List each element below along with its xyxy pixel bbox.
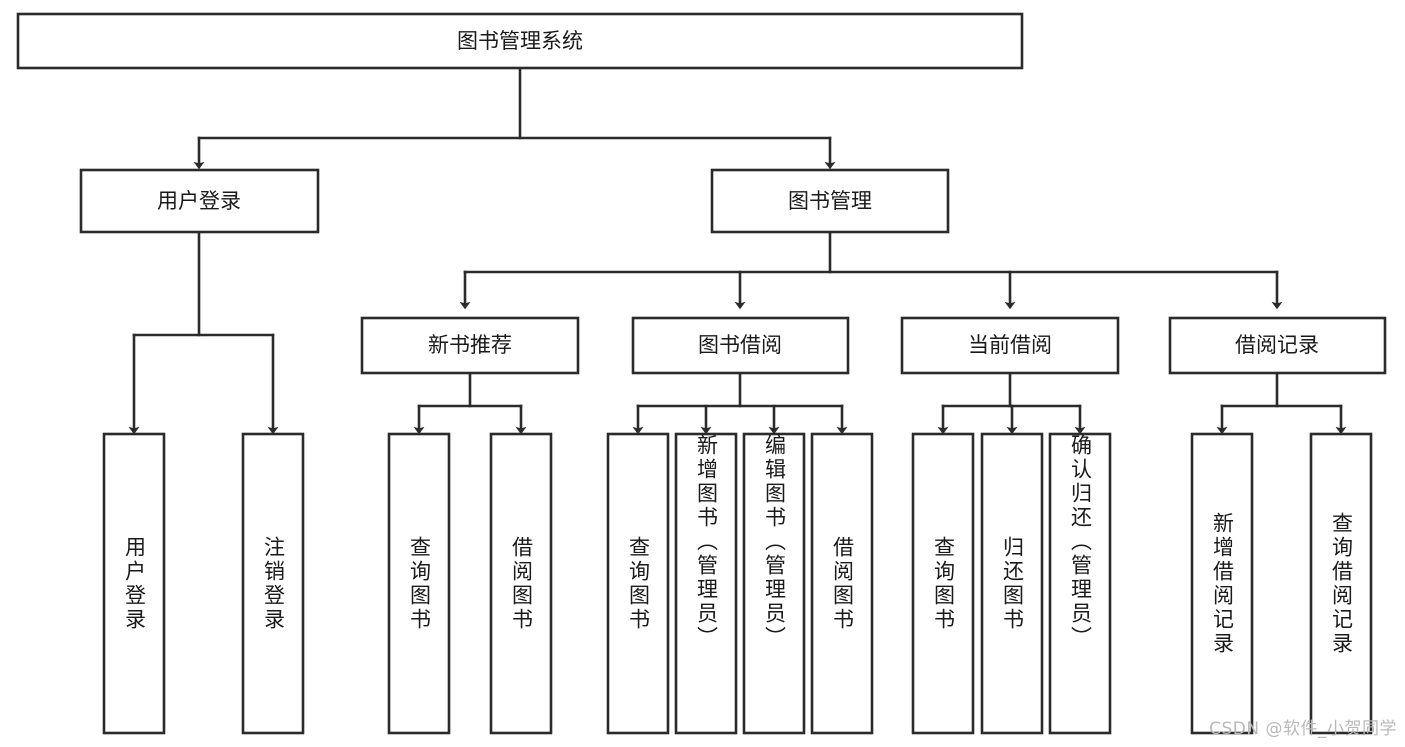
node-book-borrow[interactable]: 图书借阅 [631, 316, 850, 375]
leaf-add-record-box[interactable] [1190, 432, 1254, 735]
node-root-label: 图书管理系统 [457, 29, 583, 53]
node-user-login-label: 用户登录 [157, 189, 241, 213]
csdn-watermark: CSDN @软件_小贺同学 [1209, 719, 1397, 739]
node-borrow-record[interactable]: 借阅记录 [1168, 316, 1387, 375]
leaf-add-book-box[interactable] [674, 432, 738, 735]
node-root-box[interactable] [16, 12, 1024, 70]
node-current-borrow[interactable]: 当前借阅 [900, 316, 1120, 375]
leaf-logout-login-box[interactable] [241, 432, 305, 735]
leaf-box-group [102, 432, 1373, 735]
node-new-book-rec-label: 新书推荐 [428, 333, 512, 357]
node-book-manage[interactable]: 图书管理 [710, 168, 950, 234]
leaf-borrow-book-2-box[interactable] [810, 432, 874, 735]
leaf-confirm-return-box[interactable] [1048, 432, 1112, 735]
leaf-return-book-box[interactable] [980, 432, 1044, 735]
node-root[interactable]: 图书管理系统 [16, 12, 1024, 70]
node-borrow-record-label: 借阅记录 [1235, 333, 1319, 357]
node-new-book-rec-box[interactable] [360, 316, 580, 375]
node-book-manage-label: 图书管理 [788, 189, 872, 213]
leaf-query-book-2-box[interactable] [606, 432, 670, 735]
node-borrow-record-box[interactable] [1168, 316, 1387, 375]
node-book-borrow-box[interactable] [631, 316, 850, 375]
node-current-borrow-box[interactable] [900, 316, 1120, 375]
node-user-login-box[interactable] [79, 168, 320, 234]
node-book-manage-box[interactable] [710, 168, 950, 234]
leaf-user-login-box[interactable] [102, 432, 166, 735]
edge-group [128, 66, 1347, 435]
node-new-book-rec[interactable]: 新书推荐 [360, 316, 580, 375]
node-current-borrow-label: 当前借阅 [968, 333, 1052, 357]
leaf-query-record-box[interactable] [1309, 432, 1373, 735]
node-book-borrow-label: 图书借阅 [698, 333, 782, 357]
node-user-login[interactable]: 用户登录 [79, 168, 320, 234]
leaf-edit-book-box[interactable] [742, 432, 806, 735]
leaf-query-book-1-box[interactable] [387, 432, 451, 735]
leaf-query-book-3-box[interactable] [911, 432, 975, 735]
leaf-borrow-book-1-box[interactable] [489, 432, 553, 735]
